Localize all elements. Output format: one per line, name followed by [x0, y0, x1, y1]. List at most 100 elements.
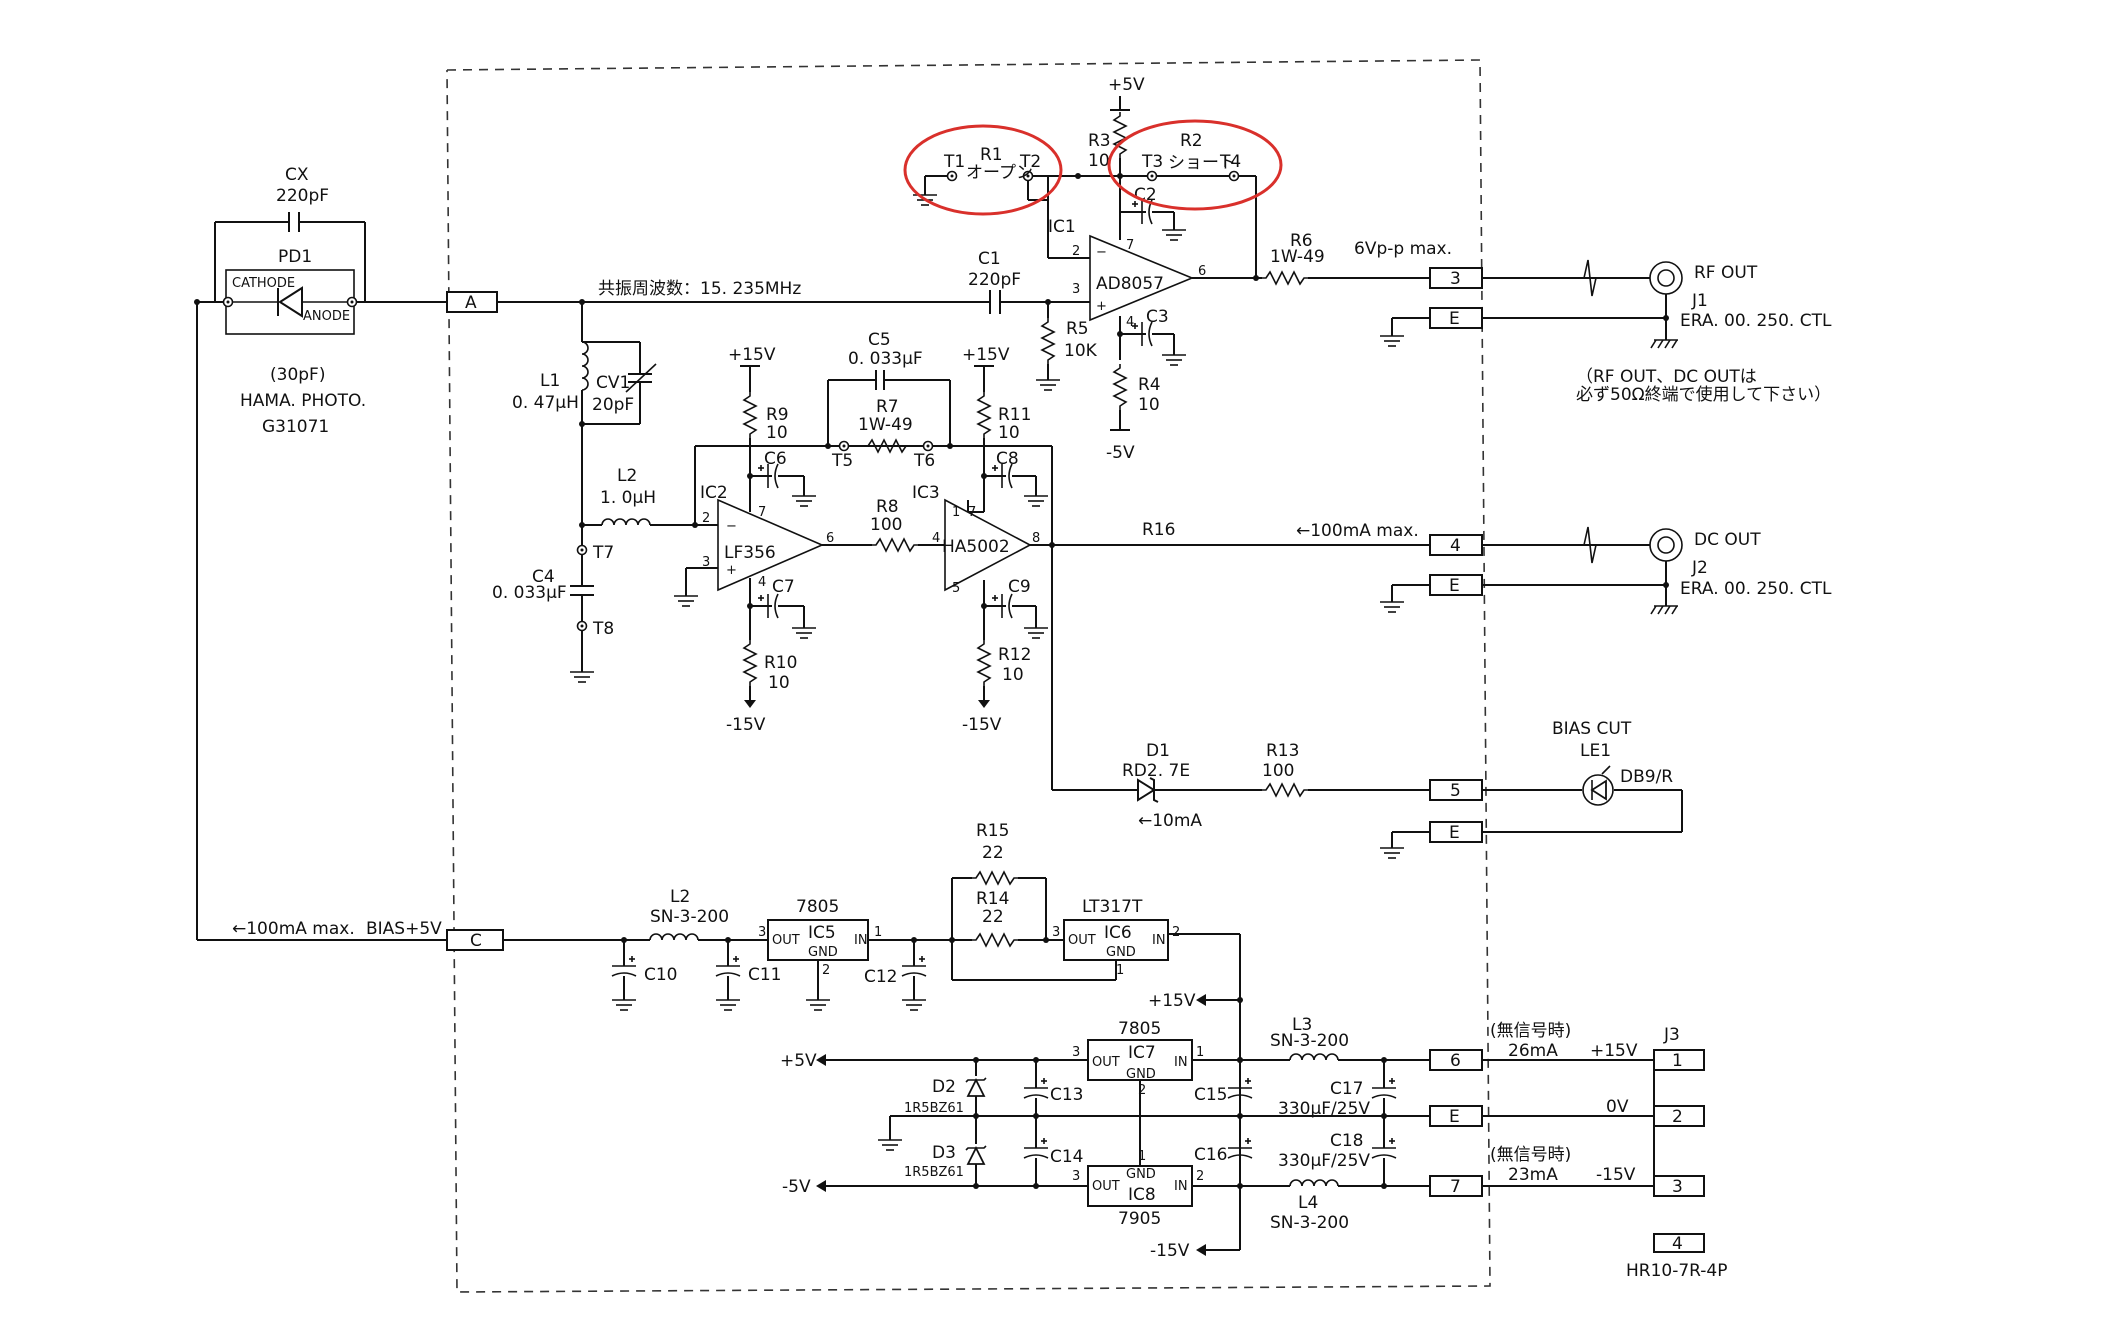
ic2-label: IC2: [700, 483, 728, 503]
bias-cut-label: BIAS CUT: [1552, 719, 1632, 739]
l2-value: 1. 0μH: [600, 488, 656, 508]
svg-text:6: 6: [1450, 1051, 1461, 1071]
c4-value: 0. 033μF: [492, 583, 567, 603]
anode-label: ANODE: [303, 309, 350, 324]
cx-value: 220pF: [276, 186, 329, 206]
svg-text:IN: IN: [1174, 1055, 1188, 1070]
c17-label: C17: [1330, 1079, 1364, 1099]
t1-label: T1: [943, 152, 965, 172]
dc-current: ←100mA max.: [1296, 521, 1419, 541]
r14-label: R14: [976, 889, 1009, 909]
r10-value: 10: [768, 673, 790, 693]
rf-amplifier-ic1: AD8057 IC1 − + 2 3 6 7 4: [1048, 217, 1206, 330]
ic7-type: 7805: [1118, 1019, 1161, 1039]
board-enclosure: [446, 59, 1491, 1293]
highlight-r2: [1107, 119, 1283, 211]
svg-text:IN: IN: [1174, 1179, 1188, 1194]
cx-label: CX: [285, 165, 309, 185]
svg-text:GND: GND: [1126, 1067, 1156, 1082]
minus15v-ic2: -15V: [726, 715, 766, 735]
svg-text:2: 2: [1196, 1169, 1204, 1184]
l1-label: L1: [540, 371, 560, 391]
svg-text:4: 4: [932, 531, 940, 546]
r4-value: 10: [1138, 395, 1160, 415]
svg-text:C: C: [470, 931, 482, 951]
svg-text:5: 5: [952, 581, 960, 596]
svg-text:8: 8: [1032, 531, 1040, 546]
r13-label: R13: [1266, 741, 1299, 761]
svg-text:3: 3: [1072, 1169, 1080, 1184]
bias-cut-led: [1582, 765, 1614, 806]
r2-label: R2: [1180, 131, 1203, 151]
svg-text:6: 6: [826, 531, 834, 546]
ha5002-label: HA5002: [942, 537, 1010, 557]
t4-label: T4: [1219, 152, 1241, 172]
svg-text:1: 1: [1116, 963, 1124, 978]
r6-label: R6: [1290, 231, 1313, 251]
r3-value: 10: [1088, 151, 1110, 171]
hr10-label: HR10-7R-4P: [1626, 1261, 1728, 1281]
regulator-ic6: LT317T IC6 OUT IN GND 3 2 1: [1052, 897, 1180, 978]
op-amp-ic2: LF356 IC2 − + 2 3 6 7 4: [700, 483, 834, 592]
lf356-label: LF356: [724, 543, 776, 563]
d3-part: 1R5BZ61: [904, 1165, 964, 1180]
c6-label: C6: [764, 449, 787, 469]
ic8-label: IC8: [1128, 1185, 1156, 1205]
plus5v-out: +5V: [780, 1051, 817, 1071]
d3-label: D3: [932, 1143, 956, 1163]
svg-text:4: 4: [1450, 536, 1461, 556]
bias-label: BIAS+5V: [366, 919, 442, 939]
svg-text:IN: IN: [1152, 933, 1166, 948]
svg-text:OUT: OUT: [1092, 1055, 1120, 1070]
c5-label: C5: [868, 330, 891, 350]
c7-label: C7: [772, 577, 795, 597]
c9-label: C9: [1008, 577, 1031, 597]
svg-text:1: 1: [952, 505, 960, 520]
cathode-label: CATHODE: [232, 276, 295, 291]
cv1-label: CV1: [596, 373, 630, 393]
c18-value: 330μF/25V: [1278, 1151, 1370, 1171]
connector-a: A: [446, 291, 498, 313]
r8-value: 100: [870, 515, 902, 535]
r9-value: 10: [766, 423, 788, 443]
svg-text:−: −: [1096, 245, 1107, 260]
ad8057-label: AD8057: [1096, 274, 1164, 294]
c5-value: 0. 033μF: [848, 349, 923, 369]
no-signal-1: (無信号時): [1490, 1021, 1571, 1041]
t3-label: T3: [1141, 152, 1163, 172]
d1-current: ←10mA: [1138, 811, 1202, 831]
l2b-label: L2: [670, 887, 690, 907]
c3-label: C3: [1146, 307, 1169, 327]
r10-label: R10: [764, 653, 797, 673]
r15-value: 22: [982, 843, 1004, 863]
le1-label: LE1: [1580, 741, 1611, 761]
pd1-label: PD1: [278, 247, 312, 267]
t7-label: T7: [592, 543, 614, 563]
c18-label: C18: [1330, 1131, 1364, 1151]
svg-text:2: 2: [1672, 1107, 1683, 1127]
r7-value: 1W-49: [858, 415, 913, 435]
plus15v-j3: +15V: [1590, 1041, 1638, 1061]
svg-text:3: 3: [1672, 1177, 1683, 1197]
l2-label: L2: [617, 466, 637, 486]
svg-text:OUT: OUT: [772, 933, 800, 948]
highlight-r1: [903, 124, 1063, 216]
j2-label: J2: [1691, 558, 1708, 578]
svg-text:5: 5: [1450, 781, 1461, 801]
db9r-label: DB9/R: [1620, 767, 1673, 787]
c17-value: 330μF/25V: [1278, 1099, 1370, 1119]
svg-text:E: E: [1449, 1107, 1460, 1127]
r1-label: R1: [980, 145, 1003, 165]
svg-text:1: 1: [1672, 1051, 1683, 1071]
l1-value: 0. 47μH: [512, 393, 579, 413]
svg-text:GND: GND: [808, 945, 838, 960]
j2-part: ERA. 00. 250. CTL: [1680, 579, 1832, 599]
svg-text:1: 1: [1196, 1045, 1204, 1060]
j3-connector: J3 1 2 3 4 HR10-7R-4P: [1626, 1025, 1728, 1281]
c14-label: C14: [1050, 1147, 1084, 1167]
j1-part: ERA. 00. 250. CTL: [1680, 311, 1832, 331]
l2b-value: SN-3-200: [650, 907, 729, 927]
termination-note-2: 必ず50Ω終端で使用して下さい）: [1576, 384, 1831, 405]
d1-label: D1: [1146, 741, 1170, 761]
r8-label: R8: [876, 497, 899, 517]
